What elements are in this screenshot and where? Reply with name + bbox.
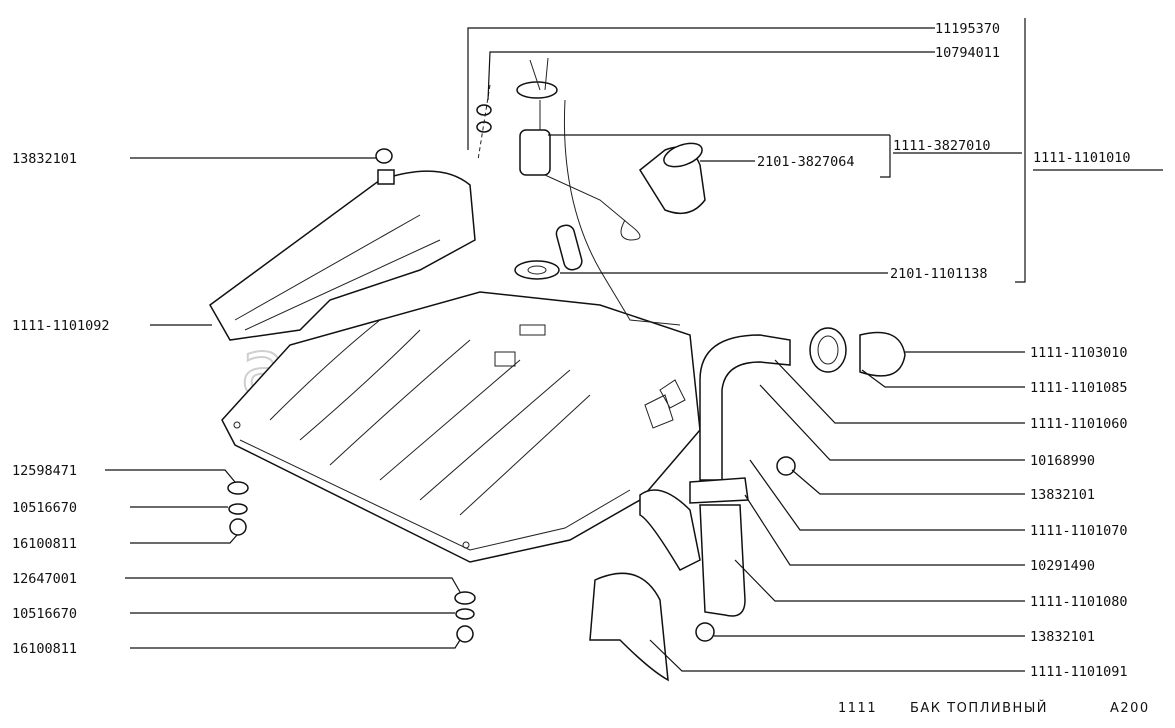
leader-lines: [105, 18, 1163, 672]
label-10794011: 10794011: [935, 45, 1000, 61]
filler-pipe: [639, 327, 906, 617]
label-2101-1101138: 2101-1101138: [890, 266, 988, 282]
label-left-2: 1111-1101092: [12, 318, 110, 334]
label-right-1: 1111-1103010: [1030, 345, 1128, 361]
label-right-8: 1111-1101080: [1030, 594, 1128, 610]
label-right-2: 1111-1101085: [1030, 380, 1128, 396]
label-left-6: 12647001: [12, 571, 77, 587]
label-right-3: 1111-1101060: [1030, 416, 1128, 432]
fuel-tank: [221, 291, 701, 563]
label-11195370: 11195370: [935, 21, 1000, 37]
label-right-6: 1111-1101070: [1030, 523, 1128, 539]
fuel-filter: [639, 142, 706, 215]
label-left-7: 10516670: [12, 606, 77, 622]
label-left-8: 16100811: [12, 641, 77, 657]
label-1111-3827010: 1111-3827010: [893, 138, 991, 154]
caption-code: A200: [1110, 701, 1150, 716]
heat-shield-lower: [589, 572, 669, 682]
label-right-4: 10168990: [1030, 453, 1095, 469]
label-left-5: 16100811: [12, 536, 77, 552]
washers-screws: [476, 84, 492, 161]
heat-shield-upper: [209, 169, 476, 341]
caption-title: БАК ТОПЛИВНЫЙ: [910, 700, 1048, 716]
label-right-10: 1111-1101091: [1030, 664, 1128, 680]
label-left-4: 10516670: [12, 500, 77, 516]
fasteners-left: [227, 148, 715, 643]
label-1111-1101010: 1111-1101010: [1033, 150, 1131, 166]
label-left-3: 12598471: [12, 463, 77, 479]
label-right-5: 13832101: [1030, 487, 1095, 503]
label-right-9: 13832101: [1030, 629, 1095, 645]
label-2101-3827064: 2101-3827064: [757, 154, 855, 170]
fuel-level-sender: [514, 57, 681, 326]
label-left-1: 13832101: [12, 151, 77, 167]
label-right-7: 10291490: [1030, 558, 1095, 574]
caption-model: 1111: [838, 701, 877, 716]
